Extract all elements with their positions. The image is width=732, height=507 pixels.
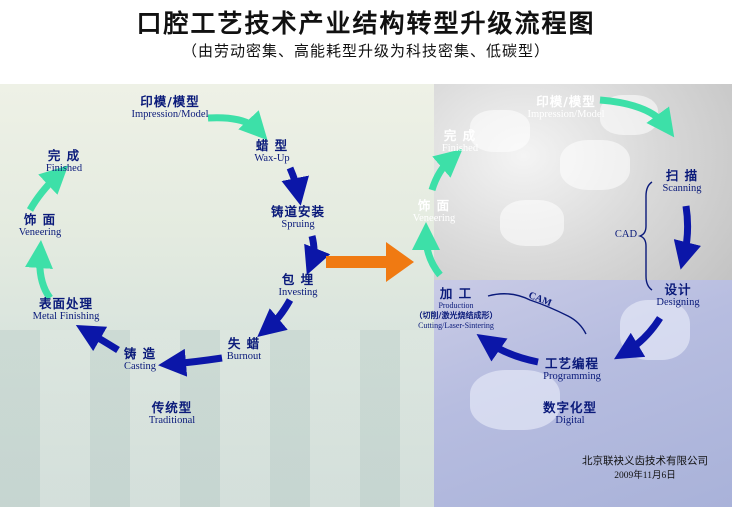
arrow-waxup-to-spruing bbox=[290, 168, 298, 192]
arrow-upgrade bbox=[326, 242, 414, 282]
document-date: 2009年11月6日 bbox=[562, 467, 728, 481]
node-wax-up: 蜡 型 Wax-Up bbox=[254, 138, 289, 165]
node-production: 加 工 Production （切削/激光烧结成形） Cutting/Laser… bbox=[415, 286, 498, 331]
cad-bracket bbox=[640, 182, 652, 290]
label-cad: CAD bbox=[615, 229, 637, 241]
arrow-casting-to-metal bbox=[88, 332, 118, 350]
node-veneering: 饰 面 Veneering bbox=[19, 212, 62, 239]
company-name: 北京联袂义齿技术有限公司 bbox=[562, 453, 728, 468]
arrow-production-to-veneering bbox=[426, 236, 440, 275]
arrow-impression-to-waxup bbox=[208, 118, 258, 130]
node-scanning: 扫 描 Scanning bbox=[662, 168, 701, 195]
node-finished: 完 成 Finished bbox=[46, 148, 82, 175]
type-traditional: 传统型 Traditional bbox=[149, 400, 195, 427]
type-digital: 数字化型 Digital bbox=[543, 400, 597, 427]
node-impression-model: 印模/模型 Impression/Model bbox=[132, 94, 209, 121]
node-digital-veneering: 饰 面 Veneering bbox=[413, 198, 456, 225]
node-programming: 工艺编程 Programming bbox=[543, 356, 601, 383]
arrow-metal-to-veneering bbox=[40, 254, 50, 298]
arrow-programming-to-production bbox=[488, 342, 538, 362]
node-designing: 设计 Designing bbox=[656, 282, 699, 309]
node-burnout: 失 蜡 Burnout bbox=[227, 336, 261, 363]
arrow-digital-impression-to-scanning bbox=[600, 100, 666, 126]
arrow-burnout-to-casting bbox=[172, 358, 222, 364]
arrow-finished-to-complete bbox=[30, 175, 58, 210]
arrow-investing-to-burnout bbox=[268, 300, 290, 328]
arrow-veneering-to-finished bbox=[432, 158, 452, 190]
node-digital-finished: 完 成 Finished bbox=[442, 128, 478, 155]
node-spruing: 铸道安装 Spruing bbox=[271, 204, 325, 231]
arrow-scanning-to-designing bbox=[684, 206, 688, 256]
node-investing: 包 埋 Investing bbox=[278, 272, 317, 299]
arrow-designing-to-programming bbox=[626, 318, 660, 352]
arrow-spruing-to-investing bbox=[312, 236, 314, 262]
node-metal-finishing: 表面处理 Metal Finishing bbox=[33, 296, 100, 323]
node-casting: 铸 造 Casting bbox=[124, 346, 156, 373]
node-digital-impression-model: 印模/模型 Impression/Model bbox=[528, 94, 605, 121]
